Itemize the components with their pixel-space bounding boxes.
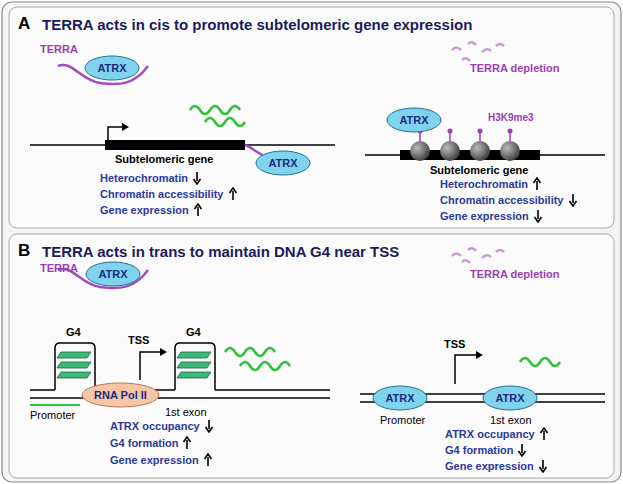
structure-label: TSS xyxy=(444,338,465,351)
effect-label: Chromatin accessibility xyxy=(100,188,224,201)
rna-label: TERRA xyxy=(40,262,78,275)
trend-arrow xyxy=(532,177,542,191)
structure-label: TSS xyxy=(128,334,149,347)
effect-label: Chromatin accessibility xyxy=(440,194,564,207)
effect-label: ATRX occupancy xyxy=(110,420,200,433)
rna-label: TERRA depletion xyxy=(470,268,559,281)
effect-label: G4 formation xyxy=(445,444,513,457)
effect-label: Gene expression xyxy=(100,204,189,217)
protein-ellipse: ATRX xyxy=(386,107,442,133)
protein-ellipse: ATRX xyxy=(372,385,428,411)
node-text: ATRX xyxy=(84,62,140,74)
panel-title: TERRA acts in trans to maintain DNA G4 n… xyxy=(42,243,399,260)
panel-letter: A xyxy=(18,14,30,34)
rna-label: TERRA depletion xyxy=(470,62,559,75)
structure-label: G4 xyxy=(66,326,81,339)
node-text: RNA Pol II xyxy=(81,389,160,401)
node-text: ATRX xyxy=(85,268,141,280)
protein-ellipse: ATRX xyxy=(255,150,311,176)
trend-arrow xyxy=(533,209,543,223)
trend-arrow xyxy=(204,419,214,433)
trend-arrow xyxy=(182,436,192,450)
rna-label: TERRA xyxy=(40,43,78,56)
trend-arrow xyxy=(517,443,527,457)
node-text: ATRX xyxy=(386,114,442,126)
protein-ellipse: ATRX xyxy=(482,385,538,411)
trend-arrow xyxy=(192,171,202,185)
polymerase-ellipse: RNA Pol II xyxy=(81,382,160,408)
node-text: ATRX xyxy=(372,392,428,404)
gene-label: Subtelomeric gene xyxy=(115,153,213,166)
effect-label: Heterochromatin xyxy=(440,178,528,191)
trend-arrow xyxy=(193,203,203,217)
trend-arrow xyxy=(203,453,213,467)
effect-label: ATRX occupancy xyxy=(445,428,535,441)
gene-label: Subtelomeric gene xyxy=(430,164,528,177)
region-label: 1st exon xyxy=(490,414,532,427)
region-label: Promoter xyxy=(30,409,75,422)
panel-title: TERRA acts in cis to promote subtelomeri… xyxy=(42,16,472,33)
node-text: ATRX xyxy=(255,157,311,169)
effect-label: Gene expression xyxy=(440,210,529,223)
trend-arrow xyxy=(538,459,548,473)
structure-label: G4 xyxy=(186,326,201,339)
node-text: ATRX xyxy=(482,392,538,404)
effect-label: Gene expression xyxy=(110,454,199,467)
region-label: 1st exon xyxy=(165,406,207,419)
trend-arrow xyxy=(228,187,238,201)
region-label: Promoter xyxy=(380,414,425,427)
effect-label: G4 formation xyxy=(110,437,178,450)
protein-ellipse: ATRX xyxy=(84,55,140,81)
protein-ellipse: ATRX xyxy=(85,261,141,287)
panel-letter: B xyxy=(18,241,30,261)
effect-label: Heterochromatin xyxy=(100,172,188,185)
histone-mark: H3K9me3 xyxy=(488,112,534,124)
trend-arrow xyxy=(568,193,578,207)
effect-label: Gene expression xyxy=(445,460,534,473)
trend-arrow xyxy=(539,427,549,441)
